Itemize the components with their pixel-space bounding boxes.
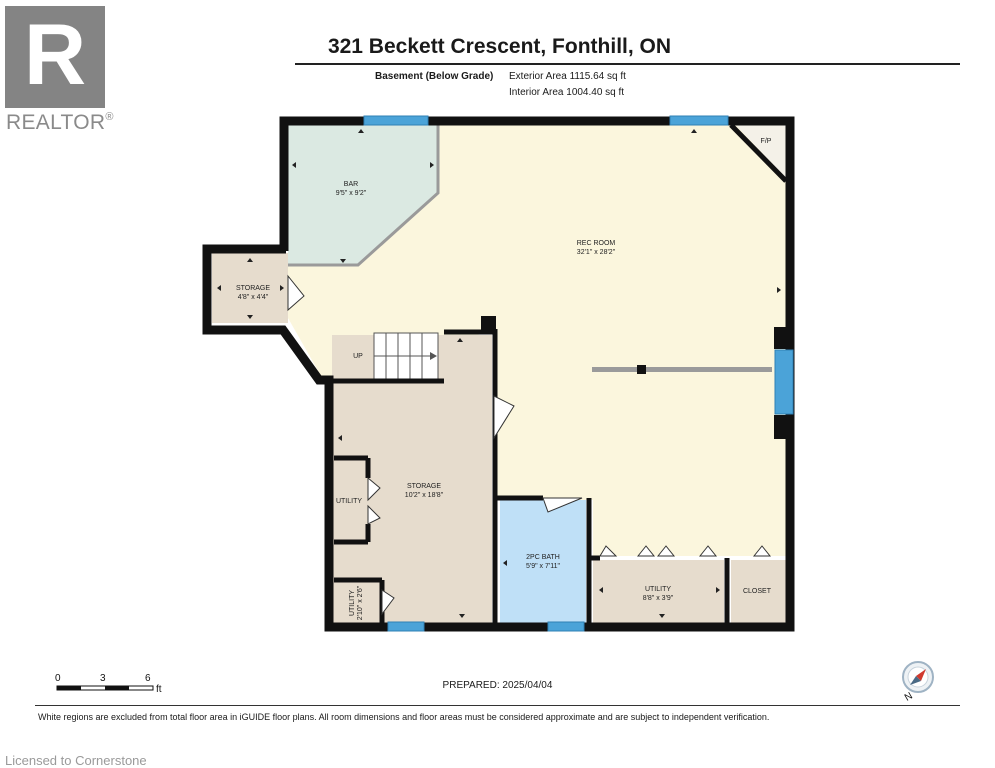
storage-small-dims: 4'8" x 4'4" — [238, 294, 269, 301]
closet-label: CLOSET — [743, 588, 772, 595]
storage-small-label: STORAGE — [236, 285, 270, 292]
compass-icon: N — [902, 661, 934, 704]
interior-area: Interior Area 1004.40 sq ft — [509, 87, 625, 98]
interior-partitions — [288, 125, 440, 267]
compass-north-label: N — [903, 691, 915, 704]
rec-room-area — [288, 125, 786, 556]
utility-small-dims: 2'10" x 2'6" — [357, 585, 364, 620]
scale-bar: 0 3 6 ft — [55, 673, 162, 695]
stairs-label: UP — [353, 353, 363, 360]
rec-room-dims: 32'1" x 28'2" — [577, 249, 616, 256]
windows — [363, 115, 794, 632]
doors — [287, 274, 772, 616]
bath-label: 2PC BATH — [526, 554, 560, 561]
stairs — [373, 332, 439, 380]
realtor-r-icon: R — [5, 6, 105, 108]
door-swing — [287, 274, 305, 312]
floor-level-label: Basement (Below Grade) — [375, 71, 494, 82]
door-swing — [542, 497, 583, 513]
scale-unit: ft — [156, 684, 162, 695]
fireplace-label: F/P — [761, 138, 772, 145]
utility-left-label: UTILITY — [336, 498, 362, 505]
interior-walls — [325, 123, 788, 623]
realtor-logo-text: REALTOR® — [6, 111, 114, 134]
utility-small-label: UTILITY — [349, 590, 356, 616]
door-swing — [493, 395, 515, 440]
scale-tick-3: 3 — [100, 673, 106, 684]
realtor-logo: R — [5, 6, 105, 108]
title-divider — [295, 63, 960, 65]
door-swing — [367, 476, 381, 502]
door-swing — [752, 545, 772, 557]
bar-area — [288, 125, 438, 265]
door-swing — [599, 545, 618, 557]
storage-small-area — [212, 253, 288, 323]
beam — [592, 365, 772, 374]
svg-text:R: R — [24, 7, 86, 103]
bath-dims: 5'9" x 7'11" — [526, 563, 560, 570]
exterior-area: Exterior Area 1115.64 sq ft — [509, 71, 626, 82]
utility-small-area — [336, 583, 380, 621]
storage-large-label: STORAGE — [407, 483, 441, 490]
exterior-walls — [202, 116, 795, 632]
footer-divider — [35, 705, 960, 706]
dimension-markers — [217, 129, 781, 618]
utility-left-area — [332, 460, 366, 540]
door-swing — [367, 504, 381, 525]
scale-tick-0: 0 — [55, 673, 61, 684]
rec-room-label: REC ROOM — [577, 240, 616, 247]
door-swing — [381, 589, 395, 616]
door-swing — [656, 545, 676, 557]
wall-pier — [774, 327, 793, 349]
closet-area — [731, 560, 786, 623]
license-watermark: Licensed to Cornerstone — [5, 753, 147, 768]
storage-large-dims: 10'2" x 18'8" — [405, 492, 444, 499]
scale-tick-6: 6 — [145, 673, 151, 684]
disclaimer-text: White regions are excluded from total fl… — [38, 712, 770, 722]
utility-bottom-area — [593, 560, 724, 623]
utility-bottom-label: UTILITY — [645, 586, 671, 593]
bar-label: BAR — [344, 181, 358, 188]
door-swing — [636, 545, 656, 557]
bar-dims: 9'5" x 9'2" — [336, 190, 367, 197]
wall-pier — [774, 415, 793, 439]
bath-area — [500, 500, 586, 623]
door-swing — [698, 545, 718, 557]
prepared-date: PREPARED: 2025/04/04 — [442, 680, 553, 691]
utility-bottom-dims: 8'8" x 3'9" — [643, 595, 674, 602]
interior-column — [481, 316, 496, 334]
listing-address-title: 321 Beckett Crescent, Fonthill, ON — [327, 35, 672, 58]
